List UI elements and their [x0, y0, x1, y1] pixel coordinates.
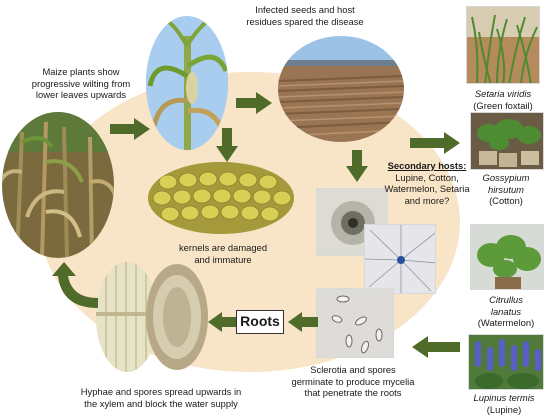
host-caption-setaria: Setaria viridis (Green foxtail) [473, 88, 533, 111]
host-caption-watermelon: Citrullus lanatus (Watermelon) [477, 294, 535, 329]
arrow-stalk-to-wilting [52, 262, 98, 308]
kernels-caption: kernels are damaged and immature [178, 242, 268, 265]
wilting-maize-photo [2, 112, 114, 258]
arrow-plant-to-kernels [216, 128, 238, 162]
maize-plant-photo [146, 16, 228, 150]
arrow-field-to-soil [346, 150, 368, 182]
kernels-photo [148, 162, 294, 234]
field-photo [278, 36, 404, 142]
host-caption-cotton: Gossypium hirsutum (Cotton) [482, 172, 530, 207]
arrow-roots-to-stalk [208, 312, 236, 332]
infected-root-photo [146, 264, 208, 370]
host-photo-watermelon [470, 224, 544, 290]
secondary-hosts-caption: Secondary hosts: Lupine, Cotton, Waterme… [384, 160, 470, 206]
wilting-caption: Maize plants show progressive wilting fr… [31, 66, 131, 101]
hyphae-caption: Hyphae and spores spread upwards in the … [80, 386, 242, 409]
host-photo-lupine [468, 334, 544, 390]
spores-photo [316, 288, 394, 358]
arrow-plant-to-field [236, 92, 272, 114]
host-caption-lupine: Lupinus termis (Lupine) [473, 392, 535, 415]
arrow-field-to-hosts [410, 132, 460, 154]
sclerotia-photo [364, 224, 436, 294]
host-photo-setaria [466, 6, 540, 84]
arrow-wilting-to-plant [110, 118, 150, 140]
roots-label: Roots [236, 310, 284, 334]
host-photo-cotton [470, 112, 544, 170]
sclerotia-caption: Sclerotia and spores germinate to produc… [291, 364, 415, 399]
arrow-spores-to-roots [288, 312, 318, 332]
seeds-caption: Infected seeds and host residues spared … [246, 4, 364, 27]
arrow-hosts-to-sclerotia [412, 336, 460, 358]
